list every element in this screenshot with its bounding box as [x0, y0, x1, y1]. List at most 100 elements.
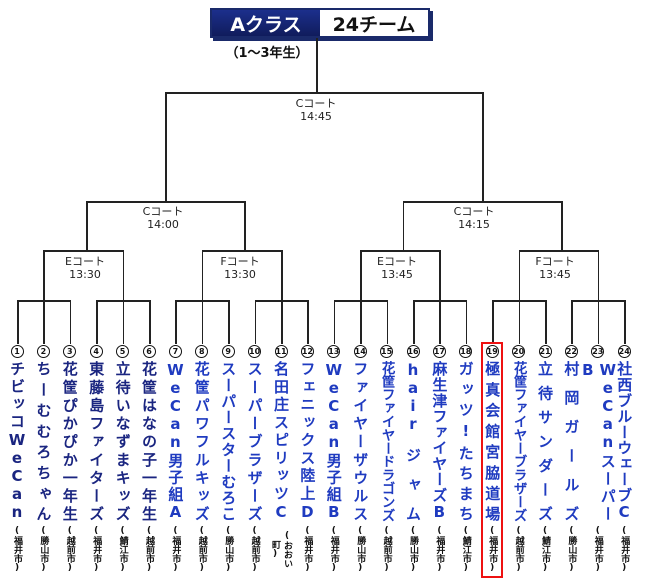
team-city: (福井市) — [434, 525, 445, 573]
team-number: 15 — [380, 345, 394, 358]
team-city: (越前市) — [64, 525, 75, 573]
bracket-line — [597, 300, 600, 344]
bracket-line — [439, 250, 441, 300]
team-name: 立待サンダーズ — [536, 361, 554, 521]
bracket-line — [624, 300, 626, 344]
time: 14:15 — [458, 218, 490, 231]
team-name: 東藤島ファイターズ — [87, 361, 106, 521]
bracket-line — [402, 201, 405, 250]
class-header: Aクラス 24チーム — [210, 8, 430, 38]
bracket-line — [482, 92, 484, 201]
team-city: (福井市) — [302, 525, 313, 573]
time: 13:30 — [224, 268, 256, 281]
bracket-line — [86, 201, 245, 203]
team-city: (越前市) — [144, 525, 154, 573]
team-city: (福井市) — [328, 525, 339, 573]
team-number: 17 — [432, 345, 446, 358]
bracket-line — [43, 300, 45, 344]
bracket-line — [228, 300, 230, 344]
bracket-line — [492, 300, 545, 302]
bracket-line — [386, 300, 389, 344]
time: 13:45 — [539, 268, 571, 281]
bracket-line — [43, 250, 123, 252]
team-name: hairジャム — [404, 361, 422, 521]
bracket-line — [201, 300, 204, 344]
team-city: (勝山市) — [566, 525, 577, 573]
team-number: 18 — [459, 345, 473, 358]
team-entry: 10 スーパーブラザーズ (越前市) — [243, 345, 267, 573]
team-number: 7 — [168, 345, 182, 358]
bracket-line — [360, 250, 440, 252]
team-number: 13 — [327, 345, 341, 358]
team-name: スーパースターむろこ — [219, 361, 238, 521]
bracket-line — [86, 201, 88, 250]
bracket-line — [465, 300, 468, 344]
bracket-line — [17, 300, 19, 344]
bracket-line — [244, 201, 246, 250]
team-name: WeCan男子組B — [324, 361, 343, 521]
time: 14:45 — [300, 110, 332, 123]
team-entry: 4 東藤島ファイターズ (福井市) — [84, 345, 108, 573]
team-name: 花筐はなの子一年生 — [140, 361, 158, 521]
court: Eコート — [377, 255, 417, 268]
team-name: ちーむむろちゃん — [34, 361, 53, 521]
team-number: 4 — [89, 345, 103, 358]
team-name: チビッコWeCan — [8, 361, 26, 521]
bracket-line — [175, 300, 229, 302]
team-city: (福井市) — [91, 525, 102, 573]
team-name: 村岡ガールズ — [562, 361, 581, 521]
team-name: 花筐ぴかぴか一年生 — [60, 361, 79, 521]
bracket-line — [571, 300, 573, 344]
bracket-line — [545, 300, 547, 344]
bracket-line — [254, 300, 308, 302]
bracket-line — [402, 201, 562, 203]
bracket-line — [360, 250, 362, 300]
team-name: WeCanスーパーB — [578, 361, 617, 521]
team-name: スーパーブラザーズ — [245, 361, 264, 521]
highlight-box — [481, 342, 504, 578]
team-count: 24チーム — [320, 10, 428, 36]
bracket-line — [561, 201, 563, 250]
team-number: 14 — [353, 345, 367, 358]
team-name: 極真会館宮脇道場 — [483, 361, 502, 521]
court: Fコート — [220, 255, 260, 268]
court: Cコート — [453, 205, 495, 218]
grade-label: （1〜3年生） — [225, 46, 309, 61]
bracket-line — [571, 300, 625, 302]
bracket-line — [17, 300, 70, 302]
team-city: (福井市) — [12, 525, 22, 573]
bracket-line — [360, 300, 362, 344]
team-name: ガッツ!たちまち — [456, 361, 475, 521]
team-city: (越前市) — [249, 525, 260, 573]
team-number: 16 — [406, 345, 420, 358]
team-name: 花筐ファイヤーブラザーズ — [510, 361, 527, 521]
bracket-line — [175, 300, 177, 344]
bracket-line — [518, 250, 598, 252]
bracket-line — [122, 250, 125, 300]
team-city: (越前市) — [513, 525, 524, 573]
team-city: (勝山市) — [355, 525, 366, 573]
bracket-line — [43, 250, 45, 300]
team-city: (鯖江市) — [540, 525, 550, 573]
team-number: 10 — [248, 345, 262, 358]
